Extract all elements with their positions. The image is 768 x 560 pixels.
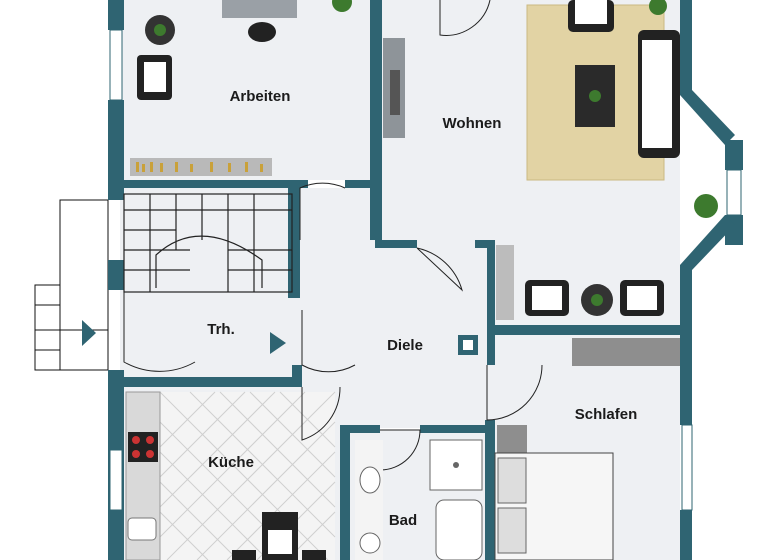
staircase (123, 193, 293, 293)
room-labels: Arbeiten Wohnen Trh. Diele Schlafen Küch… (207, 88, 637, 529)
room-label-bad: Bad (389, 512, 417, 529)
entrance-arrow-icon (82, 320, 96, 346)
windows (109, 29, 742, 511)
room-label-schlafen: Schlafen (575, 406, 638, 423)
walls (108, 0, 743, 560)
bedroom-furniture (494, 338, 680, 560)
room-label-wohnen: Wohnen (443, 115, 502, 132)
column (463, 340, 473, 350)
kitchen-furniture (125, 391, 326, 560)
room-label-diele: Diele (387, 337, 423, 354)
room-label-arbeiten: Arbeiten (230, 88, 291, 105)
direction-arrow-icon (270, 332, 286, 354)
kitchen-tiles (159, 391, 336, 560)
room-label-kueche: Küche (208, 454, 254, 471)
entrance-steps (34, 284, 108, 371)
bathroom-furniture (355, 439, 483, 560)
living-furniture (383, 0, 718, 320)
study-furniture (130, 0, 352, 176)
doors (123, 0, 543, 471)
room-label-treppenhaus: Trh. (207, 321, 235, 338)
